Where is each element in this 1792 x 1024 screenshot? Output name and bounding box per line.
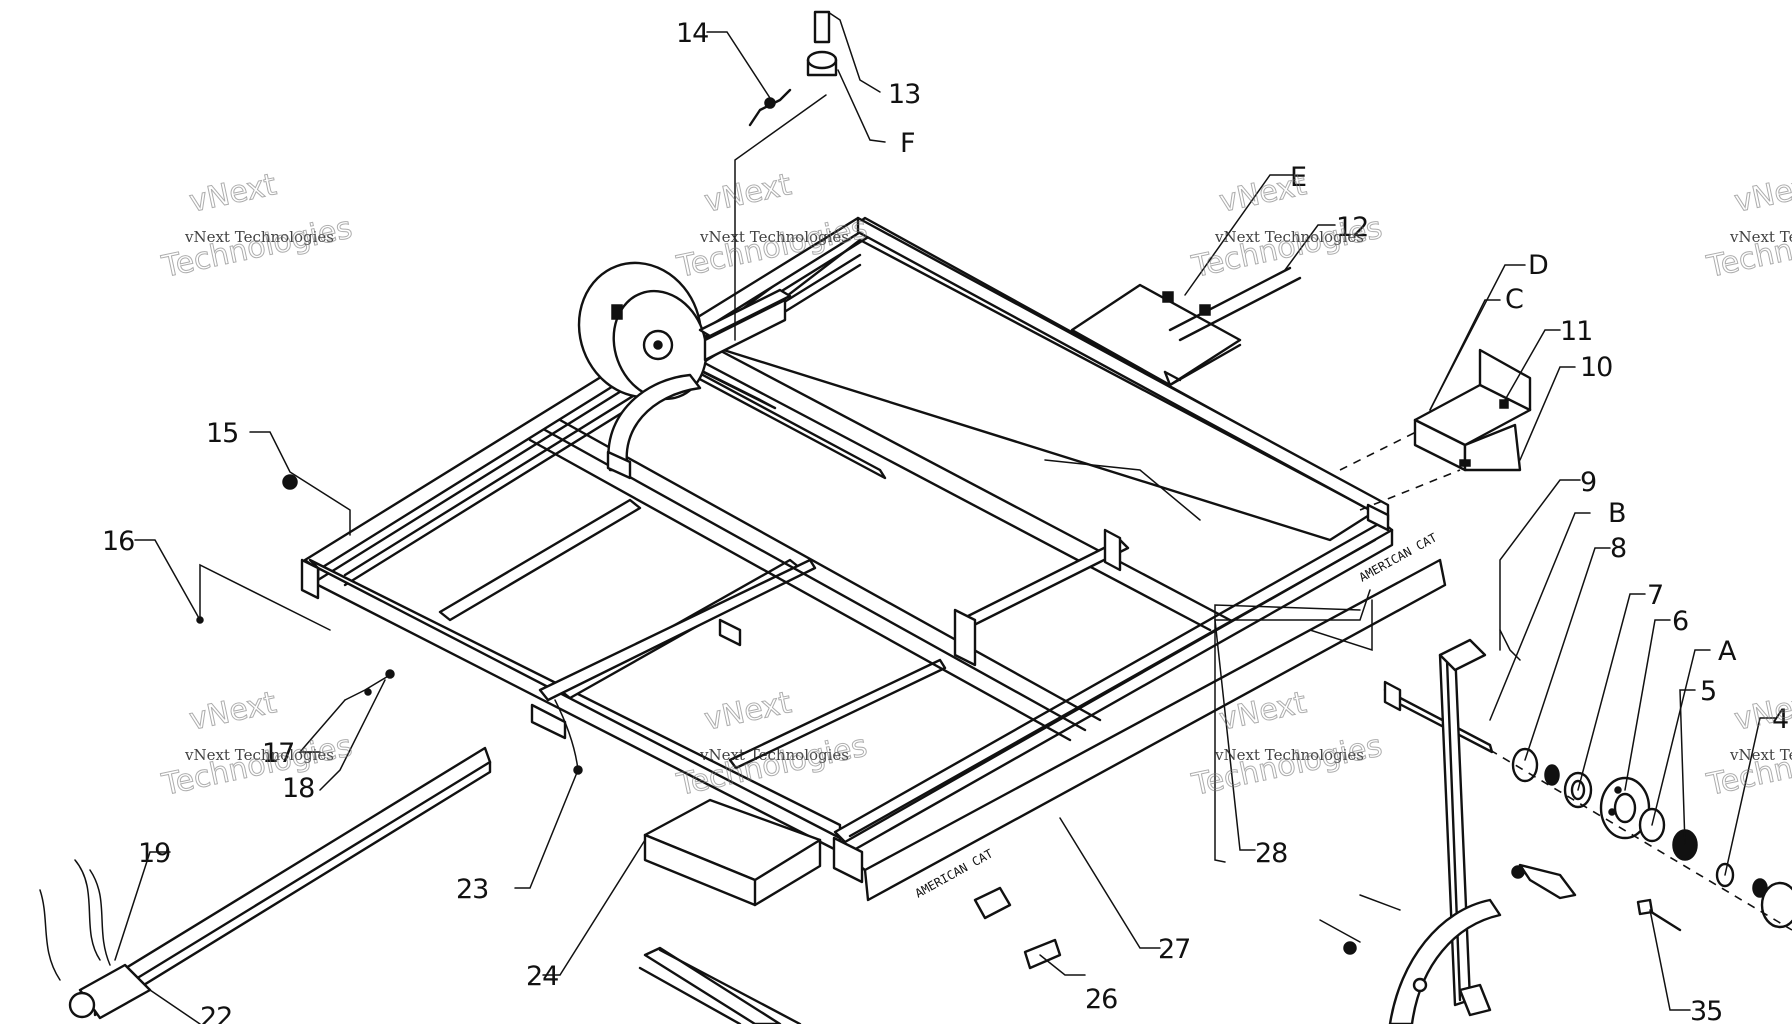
- callout-4: 4: [1772, 704, 1788, 735]
- callout-8: 8: [1610, 533, 1626, 564]
- front-deck: [863, 558, 1447, 902]
- svg-text:vNext Technologies: vNext Technologies: [1214, 228, 1364, 246]
- callout-E: E: [1290, 162, 1306, 193]
- leader-lines: [114, 11, 1776, 1024]
- rear-cross-tube: [958, 538, 1130, 630]
- callout-13: 13: [888, 79, 920, 110]
- rear-extension: [1070, 266, 1302, 387]
- cross-member-4: [728, 658, 947, 770]
- svg-text:vNext Techno: vNext Techno: [1729, 746, 1792, 764]
- tube-bracket: [953, 608, 977, 667]
- svg-text:vNext: vNext: [186, 167, 279, 220]
- svg-text:vNext: vNext: [186, 685, 279, 738]
- callout-14: 14: [676, 18, 708, 49]
- callout-16: 16: [102, 526, 134, 557]
- callout-17: 17: [262, 738, 294, 769]
- small-parts: [196, 10, 1521, 775]
- rear-step-plate: [1070, 283, 1242, 387]
- cross-member-1: [438, 498, 642, 622]
- callout-D: D: [1528, 250, 1548, 281]
- watermark: vNext vNext Techno Techno: [1703, 685, 1792, 804]
- callout-35: 35: [1690, 996, 1722, 1024]
- frame-assembly: [300, 216, 1447, 902]
- svg-text:Technologies: Technologies: [158, 210, 355, 285]
- bolt-15: [282, 474, 298, 490]
- svg-text:vNext: vNext: [701, 167, 794, 220]
- bottom-channel: [638, 946, 802, 1024]
- tray: [643, 798, 822, 907]
- callout-23: 23: [456, 874, 488, 905]
- callout-5: 5: [1700, 676, 1716, 707]
- callout-labels: 14 13 F E 12 D C 11 10 15 16 9 B 8 7 6 A…: [102, 18, 1789, 1024]
- callout-6: 6: [1672, 606, 1688, 637]
- svg-text:Technologies: Technologies: [1188, 728, 1385, 803]
- tube-bracket-right: [1103, 528, 1122, 572]
- watermark: vNext vNext Techno Techno: [1703, 167, 1792, 286]
- callout-A: A: [1718, 636, 1737, 667]
- part-25-block: [973, 886, 1012, 920]
- hitch-bracket: [1413, 348, 1532, 472]
- end-bracket-left: [300, 558, 320, 600]
- callout-27: 27: [1158, 934, 1190, 965]
- callout-28: 28: [1255, 838, 1287, 869]
- leaf-spring: [1438, 648, 1472, 1007]
- front-beam: [833, 520, 1394, 844]
- cross-member-3: [538, 558, 817, 702]
- stub: [718, 618, 742, 647]
- callout-10: 10: [1580, 352, 1612, 383]
- svg-text:vNext Techno: vNext Techno: [1729, 228, 1792, 246]
- spring-hanger: [698, 288, 792, 362]
- callout-11: 11: [1560, 316, 1592, 347]
- callout-9: 9: [1580, 467, 1596, 498]
- seal: [1511, 747, 1539, 783]
- callout-24: 24: [526, 961, 558, 992]
- watermark: vNext vNext Technologies Technologies: [1188, 685, 1386, 804]
- callout-18: 18: [282, 773, 314, 804]
- svg-text:vNext: vNext: [1731, 167, 1792, 220]
- svg-text:vNext Technologies: vNext Technologies: [699, 228, 849, 246]
- jack-post: [813, 10, 831, 44]
- callout-15: 15: [206, 418, 238, 449]
- svg-text:vNext Technologies: vNext Technologies: [184, 746, 334, 764]
- svg-text:vNext: vNext: [701, 685, 794, 738]
- callout-26: 26: [1085, 984, 1117, 1015]
- callout-12: 12: [1336, 212, 1368, 243]
- watermark: vNext vNext Technologies Technologies: [158, 167, 356, 286]
- svg-text:vNext Technologies: vNext Technologies: [184, 228, 334, 246]
- svg-text:vNext Technologies: vNext Technologies: [1214, 746, 1364, 764]
- end-bracket-right: [1366, 503, 1390, 532]
- part-26-block: [1023, 938, 1062, 970]
- svg-text:vNext Technologies: vNext Technologies: [699, 746, 849, 764]
- fender-left: [606, 373, 702, 480]
- front-bracket-left: [530, 703, 567, 740]
- callout-C: C: [1505, 284, 1523, 315]
- callout-7: 7: [1647, 580, 1663, 611]
- callout-F: F: [900, 128, 915, 159]
- svg-text:Technologies: Technologies: [158, 728, 355, 803]
- callout-22: 22: [200, 1002, 232, 1024]
- front-bracket-right: [832, 836, 864, 884]
- hub-assembly: [1343, 648, 1792, 1024]
- tongue: [39, 746, 492, 1020]
- callout-19: 19: [138, 838, 170, 869]
- svg-text:vNext: vNext: [1216, 167, 1309, 220]
- rear-rail: [303, 216, 872, 572]
- svg-text:Technologies: Technologies: [1188, 210, 1385, 285]
- callout-B: B: [1608, 498, 1626, 529]
